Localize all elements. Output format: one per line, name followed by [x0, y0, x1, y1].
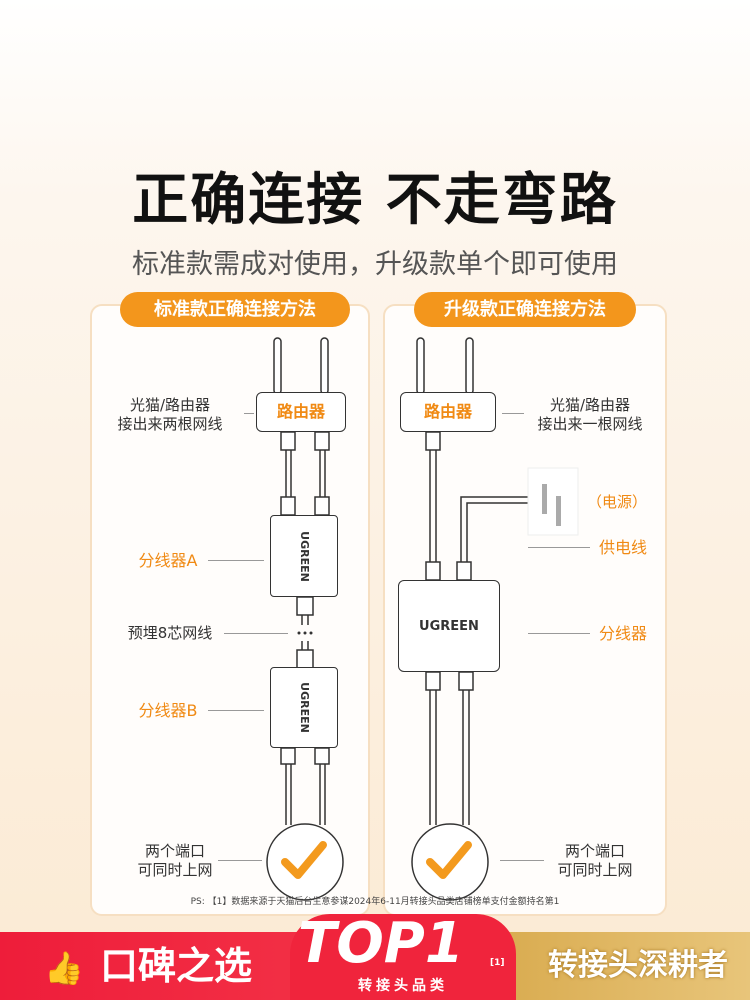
- splitter-b-label: 分线器B: [138, 701, 198, 720]
- brand-logo: UGREEN: [297, 682, 311, 733]
- leader-line: [244, 413, 254, 414]
- brand-logo: UGREEN: [297, 530, 311, 582]
- router-label: 路由器: [423, 402, 472, 421]
- bottom-banner: 👍 口碑之选 TOP1 [1] 转接头品类 转接头深耕者: [0, 914, 750, 1000]
- leader-line: [208, 560, 264, 561]
- leader-line: [528, 547, 590, 548]
- splitter: UGREEN: [398, 580, 500, 672]
- standard-header: 标准款正确连接方法: [120, 292, 350, 327]
- router-label-right: 光猫/路由器接出来一根网线: [537, 396, 643, 433]
- top1-text: TOP1: [298, 911, 464, 976]
- upgrade-header: 升级款正确连接方法: [414, 292, 636, 327]
- splitter-a-label: 分线器A: [138, 551, 198, 570]
- splitter-a: UGREEN: [270, 515, 338, 597]
- router-box-right: 路由器: [400, 392, 496, 432]
- power-label: （电源）: [586, 493, 647, 511]
- power-cable-label: 供电线: [598, 538, 647, 557]
- page-title: 正确连接 不走弯路: [132, 168, 618, 233]
- leader-line: [502, 413, 524, 414]
- leader-line: [208, 710, 264, 711]
- top1-badge: TOP1 [1] 转接头品类: [290, 914, 516, 1000]
- thumbs-up-icon: 👍: [44, 949, 84, 987]
- banner-right-text: 转接头深耕者: [548, 948, 728, 983]
- ports-label-left: 两个端口可同时上网: [137, 842, 213, 879]
- splitter-label: 分线器: [598, 624, 647, 643]
- leader-line: [218, 860, 262, 861]
- splitter-b: UGREEN: [270, 667, 338, 748]
- leader-line: [224, 633, 288, 634]
- router-box-left: 路由器: [256, 392, 346, 432]
- brand-logo: UGREEN: [419, 618, 479, 634]
- ports-label-right: 两个端口可同时上网: [557, 842, 633, 879]
- leader-line: [528, 633, 590, 634]
- router-label: 路由器: [276, 402, 325, 421]
- badge-subtitle: 转接头品类: [358, 978, 448, 994]
- footnote: PS: 【1】数据来源于天猫后台生意参谋2024年6-11月转接头品类店铺榜单支…: [190, 897, 560, 907]
- cable-label: 预埋8芯网线: [127, 624, 213, 642]
- router-label-left: 光猫/路由器接出来两根网线: [117, 396, 223, 433]
- banner-left-text: 口碑之选: [100, 944, 253, 988]
- page-subtitle: 标准款需成对使用，升级款单个即可使用: [132, 249, 618, 280]
- badge-note: [1]: [490, 958, 505, 968]
- power-plug-icon: [527, 467, 579, 536]
- leader-line: [500, 860, 544, 861]
- check-icon: [281, 841, 472, 879]
